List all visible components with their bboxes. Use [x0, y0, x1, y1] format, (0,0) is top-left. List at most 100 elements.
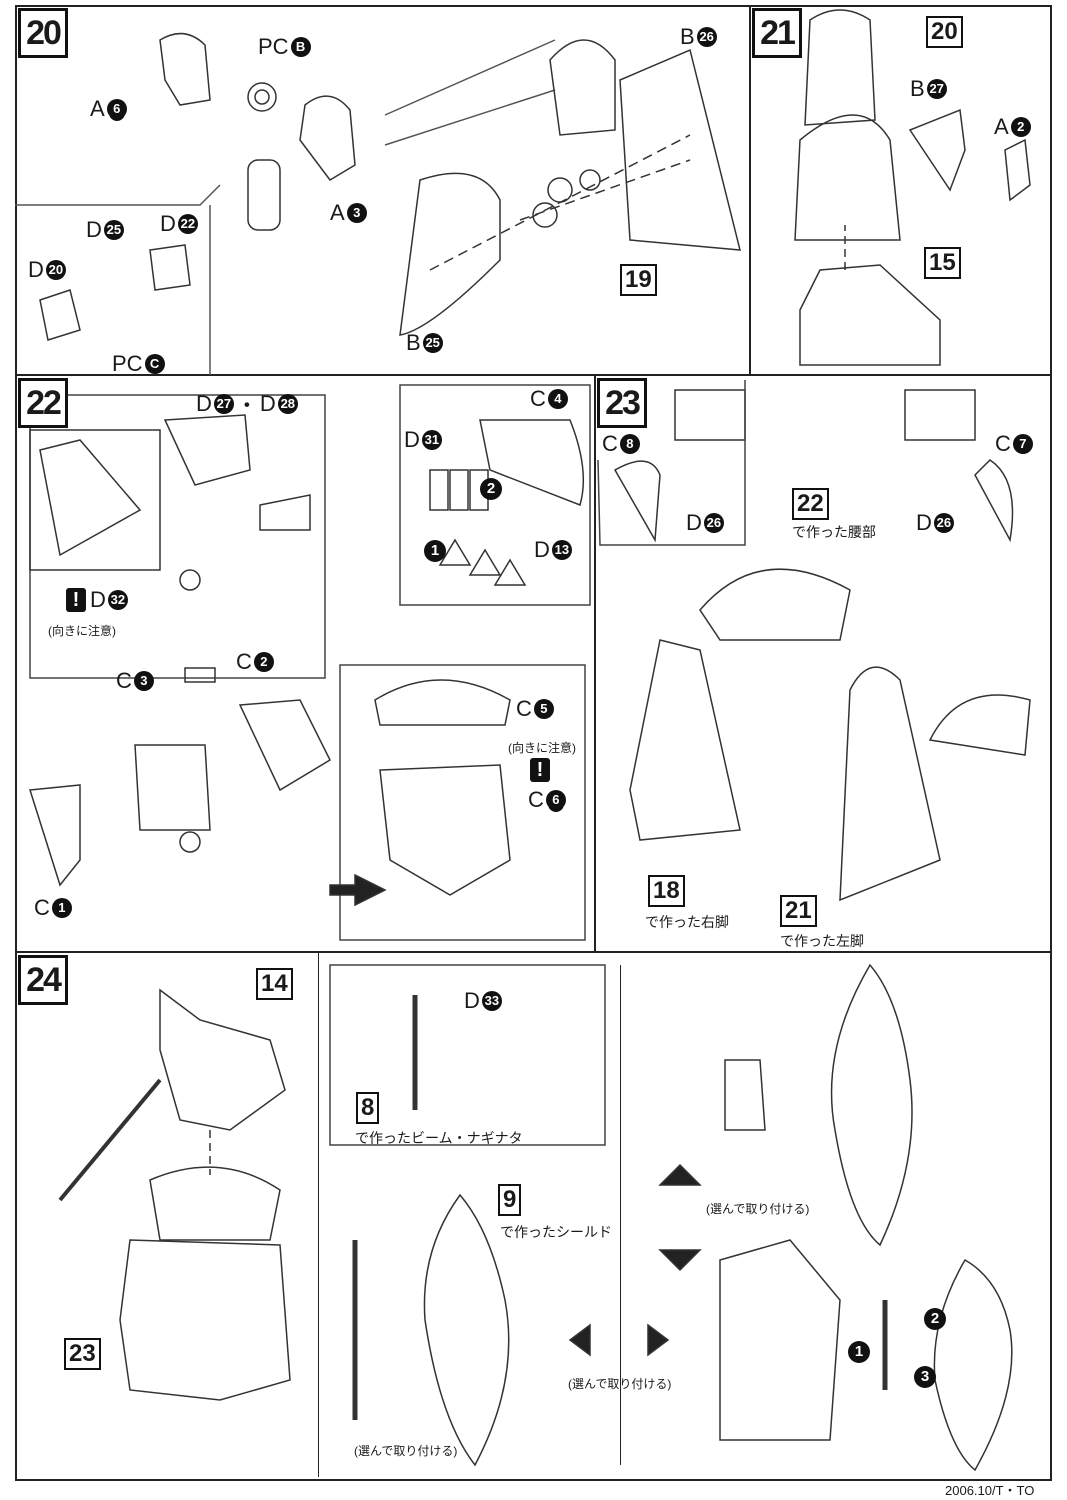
step-ref-9: 9: [498, 1184, 522, 1216]
part-letter: C: [528, 787, 544, 812]
part-letter: D: [464, 988, 480, 1013]
part-letter: D: [404, 427, 420, 452]
part-letter: D: [90, 587, 106, 612]
part-number: 27: [213, 394, 234, 414]
part-number: 1: [51, 898, 72, 918]
print-code: 2006.10/T・TO: [945, 1483, 1035, 1498]
choose-attach-note: (選んで取り付ける): [568, 1377, 672, 1391]
part-letter: D: [534, 537, 550, 562]
part-letter: A: [90, 96, 105, 121]
part-number: 4: [547, 389, 568, 409]
part-letter: B: [680, 24, 695, 49]
choose-attach-note: (選んで取り付ける): [354, 1444, 458, 1458]
page-frame: [15, 5, 1052, 1481]
choose-attach-note: (選んで取り付ける): [706, 1202, 810, 1216]
part-letter: D: [916, 510, 932, 535]
divider: [594, 375, 596, 952]
divider: [15, 374, 1050, 376]
step-number-24: 24: [18, 955, 68, 1005]
part-letter: PC: [258, 34, 289, 59]
step-ref-19: 19: [620, 264, 657, 296]
divider: [749, 5, 751, 375]
caption-shield: で作ったシールド: [500, 1224, 612, 1240]
part-letter: A: [330, 200, 345, 225]
part-letter: A: [994, 114, 1009, 139]
order-marker-3: 3: [914, 1366, 936, 1388]
step-ref-20: 20: [926, 16, 963, 48]
part-number: 26: [696, 27, 717, 47]
part-letter: C: [516, 696, 532, 721]
part-letter: C: [116, 668, 132, 693]
step-ref-14: 14: [256, 968, 293, 1000]
part-letter: C: [602, 431, 618, 456]
part-number: 27: [926, 79, 947, 99]
part-letter: C: [236, 649, 252, 674]
part-letter: D: [160, 211, 176, 236]
part-number: 26: [703, 513, 724, 533]
divider: [15, 951, 1050, 953]
part-letter: C: [995, 431, 1011, 456]
part-number: 7: [1012, 434, 1033, 454]
caution-icon: !: [530, 758, 550, 782]
orientation-caution: (向きに注意): [48, 624, 116, 638]
part-letter: D: [28, 257, 44, 282]
part-letter: B: [406, 330, 421, 355]
step-ref-18: 18: [648, 875, 685, 907]
caution-icon: !: [66, 588, 86, 612]
part-number: 33: [481, 991, 502, 1011]
part-number: 13: [551, 540, 572, 560]
part-letter: D: [686, 510, 702, 535]
order-marker-1: 1: [424, 540, 446, 562]
step-ref-22: 22: [792, 488, 829, 520]
divider: [318, 952, 319, 1477]
part-letter: D: [196, 391, 212, 416]
part-number: 25: [422, 333, 443, 353]
caption-left-leg: で作った左脚: [780, 933, 864, 949]
order-marker-2: 2: [480, 478, 502, 500]
part-number: 5: [533, 699, 554, 719]
part-number: 2: [1010, 117, 1031, 137]
part-letter: C: [34, 895, 50, 920]
step-number-23: 23: [597, 378, 647, 428]
separator: ・: [235, 393, 258, 418]
step-ref-23: 23: [64, 1338, 101, 1370]
caption-beam-naginata: で作ったビーム・ナギナタ: [355, 1130, 523, 1146]
caption-waist: で作った腰部: [792, 524, 876, 540]
step-ref-15: 15: [924, 247, 961, 279]
part-letter: C: [530, 386, 546, 411]
part-letter: PC: [112, 351, 143, 376]
step-ref-21: 21: [780, 895, 817, 927]
step-number-22: 22: [18, 378, 68, 428]
part-number: 31: [421, 430, 442, 450]
divider: [620, 965, 621, 1465]
part-number: 26: [933, 513, 954, 533]
part-number: 6: [106, 99, 127, 119]
step-ref-8: 8: [356, 1092, 380, 1124]
part-number: 3: [346, 203, 367, 223]
part-number: 32: [107, 590, 128, 610]
part-letter: D: [259, 391, 276, 416]
caption-right-leg: で作った右脚: [645, 914, 729, 930]
